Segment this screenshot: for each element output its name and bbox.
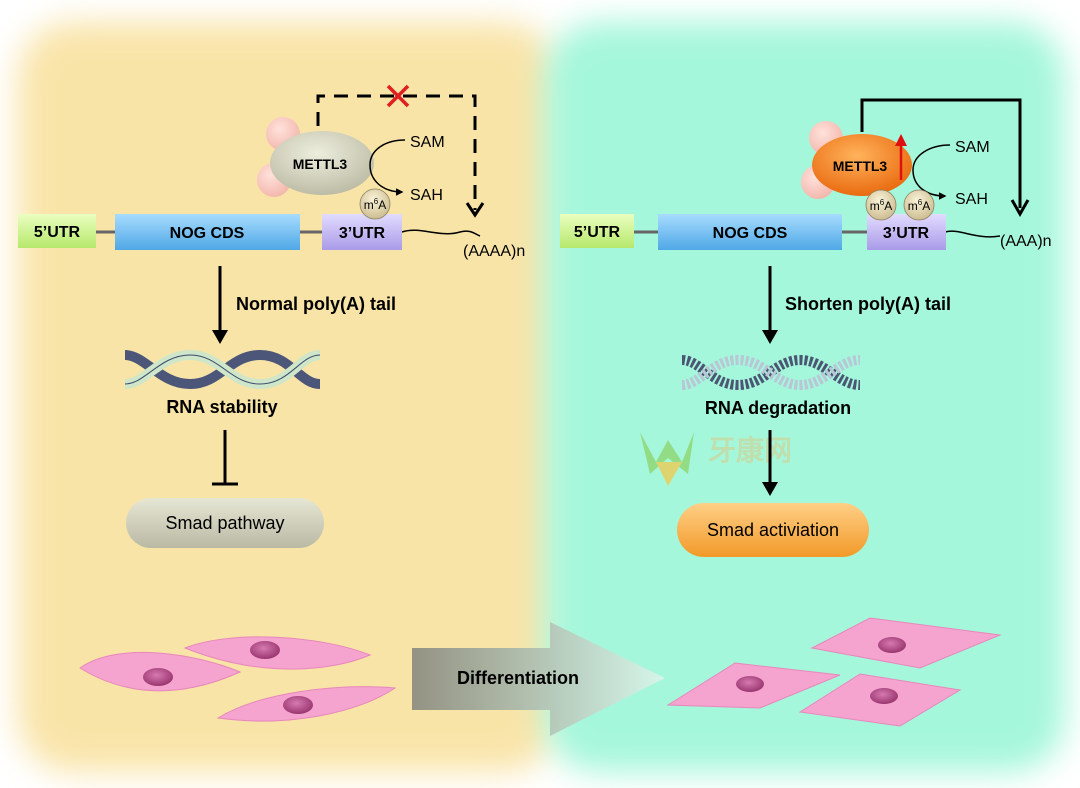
sah-label: SAH (410, 187, 443, 204)
m6a-label: m6A (908, 198, 930, 213)
right-panel: 5’UTR NOG CDS 3’UTR (AAA)n METTL3 SAM SA… (560, 98, 1052, 727)
utr3-box (322, 214, 402, 250)
cds-box (658, 214, 842, 250)
sam-label: SAM (410, 134, 445, 151)
poly-a-tail (401, 229, 481, 237)
rna-state-label: RNA stability (166, 397, 277, 417)
transition-label: Differentiation (457, 668, 579, 688)
cds-box (115, 214, 300, 250)
pathway-label: Smad activiation (707, 520, 839, 540)
enzyme-label: METTL3 (833, 158, 888, 174)
enzyme-label: METTL3 (293, 156, 348, 172)
m6a-mark (359, 188, 391, 220)
smad-activation-pill (677, 503, 869, 557)
smad-pathway-pill (126, 498, 324, 548)
cds-label: NOG CDS (713, 225, 788, 242)
utr3-label: 3’UTR (883, 225, 930, 242)
left-panel-background (18, 22, 558, 772)
down-arrow-head (762, 330, 778, 344)
arrow-label: Shorten poly(A) tail (785, 294, 951, 314)
blocked-regulation-arrow (316, 94, 477, 210)
right-panel-background (545, 22, 1065, 772)
utr5-label: 5’UTR (574, 224, 621, 241)
pathway-label: Smad pathway (165, 513, 284, 533)
degrading-rna-helix (681, 354, 861, 391)
down-arrow-head (212, 330, 228, 344)
active-arrow-head (1010, 199, 1030, 218)
utr5-label: 5’UTR (34, 224, 81, 241)
sam-label: SAM (955, 139, 990, 156)
methyl-transfer-arrow (369, 139, 406, 196)
arrow-label: Normal poly(A) tail (236, 294, 396, 314)
utr5-box (560, 214, 634, 248)
watermark: 牙康网 (640, 432, 792, 486)
m6a-label: m6A (364, 197, 386, 212)
cds-label: NOG CDS (170, 225, 245, 242)
down-arrow-head (762, 482, 778, 496)
active-regulation-arrow (860, 98, 1022, 208)
utr3-label: 3’UTR (339, 225, 386, 242)
undifferentiated-cells (79, 636, 397, 722)
upregulation-arrow-head (895, 134, 907, 146)
rna-state-label: RNA degradation (705, 398, 851, 418)
m6a-mark (903, 189, 935, 221)
m6a-mark (865, 189, 897, 221)
utr5-box (18, 214, 96, 248)
mettl3-enzyme (812, 134, 912, 196)
differentiated-cells (666, 617, 1002, 727)
watermark-text: 牙康网 (708, 434, 792, 466)
differentiation-arrow: Differentiation (412, 622, 665, 736)
methyl-transfer-arrow (912, 144, 951, 200)
poly-a-label: (AAAA)n (463, 243, 525, 260)
poly-a-label: (AAA)n (1000, 233, 1052, 250)
blocked-arrow-head (465, 202, 485, 218)
sah-label: SAH (955, 191, 988, 208)
poly-a-tail (944, 230, 1001, 238)
left-panel: 5’UTR NOG CDS 3’UTR (AAAA)n METTL3 SAM S… (18, 84, 525, 722)
inhibition-cross (386, 84, 410, 108)
m6a-label: m6A (870, 198, 892, 213)
mettl3-enzyme (270, 131, 374, 195)
rna-helix (124, 349, 321, 390)
